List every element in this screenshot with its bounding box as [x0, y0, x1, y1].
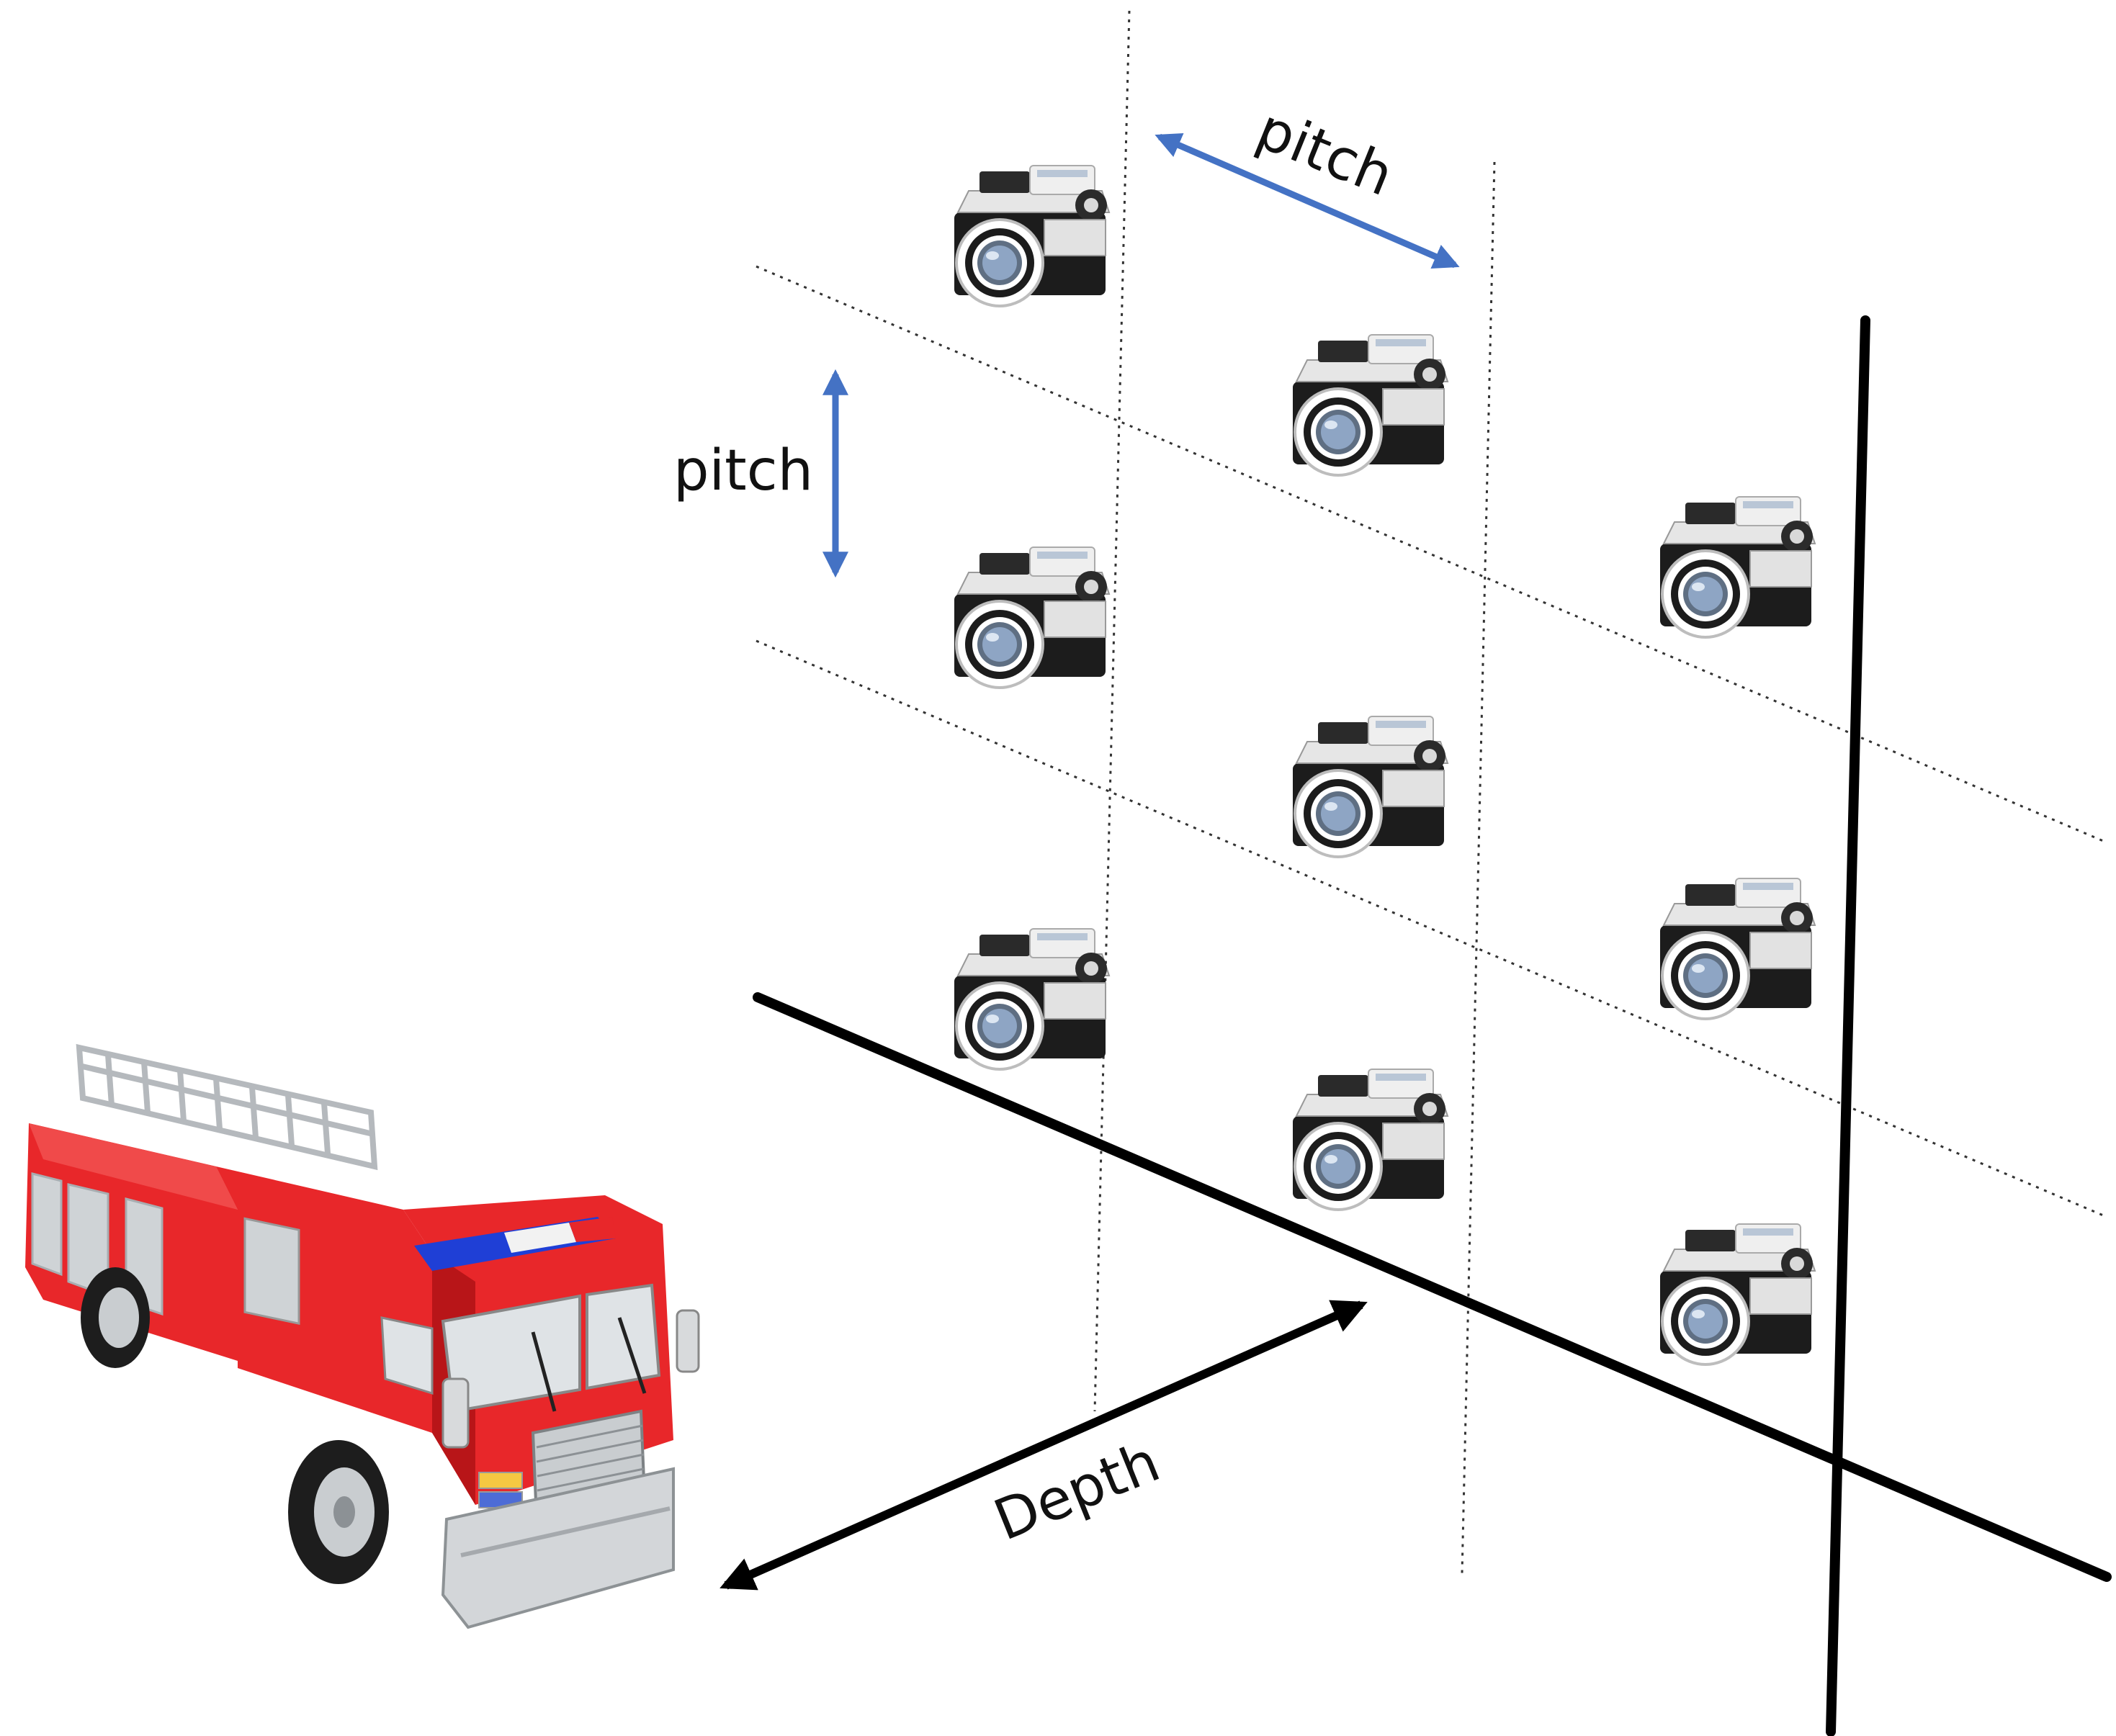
- camera-icon: [953, 164, 1111, 307]
- camera-icon: [1659, 877, 1816, 1020]
- camera-icon: [1291, 333, 1449, 477]
- camera-icon: [953, 927, 1111, 1071]
- grid-diagonal-1: [756, 265, 2107, 844]
- camera-array: [953, 164, 1816, 1366]
- grid-vertical-2: [1461, 161, 1496, 1574]
- axis-vertical: [1826, 315, 1870, 1736]
- grid-diagonal-2: [756, 639, 2107, 1218]
- camera-icon: [953, 546, 1111, 689]
- pitch-arrow-horizontal: [1155, 132, 1460, 269]
- pitch-label-horizontal: pitch: [1248, 96, 1402, 209]
- fire-truck-icon: [25, 1043, 700, 1629]
- axis-horizontal: [753, 992, 2112, 1582]
- grid-lines: [756, 10, 2107, 1574]
- camera-icon: [1659, 1223, 1816, 1366]
- camera-icon: [1291, 1068, 1449, 1211]
- pitch-label-vertical: pitch: [673, 439, 813, 503]
- depth-label: Depth: [985, 1429, 1168, 1553]
- camera-icon: [1659, 495, 1816, 639]
- axes: [753, 315, 2112, 1736]
- camera-icon: [1291, 715, 1449, 858]
- grid-vertical-1: [1093, 10, 1131, 1412]
- depth-arrow: [719, 1300, 1368, 1591]
